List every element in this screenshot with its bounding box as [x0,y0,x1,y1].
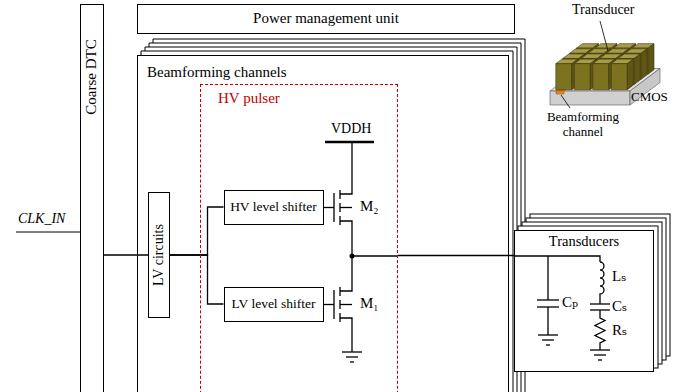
mosfet-symbol [333,193,334,222]
leader-line [561,95,570,108]
component-name: Lₛ [612,268,626,285]
transducer-equivalent-circuit [514,256,610,360]
mosfet-symbol [324,207,334,208]
signal-wire [104,254,148,255]
mosfet-symbol [324,304,334,305]
component-name: Cₛ [612,298,627,315]
component-name: Rₛ [612,322,627,339]
dtc-box: Coarse DTC [80,4,104,392]
output-node-dot [350,254,355,259]
chip-face [611,64,627,90]
chip-face [627,59,633,90]
chip-face [634,54,640,85]
transducer-equivalent-circuit [590,303,610,304]
part-name: CMOS [631,90,668,105]
transducer-equivalent-circuit [547,256,548,300]
node-label: Coarse DTC [83,39,100,114]
node-label: Transducers [549,233,619,250]
mosfet-symbol [333,290,334,319]
output-node-dot [350,254,355,259]
signal-wire [170,207,224,255]
input-wire [16,232,80,233]
chip-face [593,64,609,90]
mosfet-symbol [340,207,352,208]
input-wire [16,232,80,233]
mosfet-symbol [340,256,352,291]
transducer-stack-outline [514,214,670,372]
part-name: Transducer [572,2,634,18]
supply-rail [325,141,374,144]
chip-face [641,49,647,80]
transistor-name: M₂ [360,198,379,215]
transducer-equivalent-circuit [590,349,610,350]
transistor-name: M₁ [360,295,379,312]
transducer-equivalent-circuit [538,334,558,335]
channel-stack-outline [141,51,513,392]
ground-symbol [342,351,362,352]
node-label: HV pulser [218,90,280,107]
component-name: Cₚ [562,294,578,311]
mosfet-symbol [340,318,352,352]
transducer-equivalent-circuit [594,354,606,355]
node-label: LV circuits [151,224,167,286]
signal-wire [170,255,224,304]
signal-name: CLK_IN [18,211,65,227]
part-name: Beamforming channel [536,110,630,140]
chip-face [574,64,590,90]
node-label: Power management unit [253,10,399,27]
node-label: Beamforming channels [147,64,287,81]
leader-line [561,21,608,108]
channel-stack-outline [141,39,525,392]
channel-stack-outline [149,43,521,392]
transducer-stack-outline [514,230,654,372]
mosfet-symbol [340,304,352,305]
level-shifter-box: LV level shifter [224,287,324,322]
chip-face [556,91,564,94]
node-label: LV level shifter [232,296,316,312]
chip-face [556,64,572,90]
channel-box: Beamforming channels LV circuits HV pulser… [137,55,509,392]
transducer-equivalent-circuit [546,344,550,345]
transducer-equivalent-circuit [547,307,548,335]
ground-symbol [350,361,354,362]
transducer-equivalent-circuit [595,310,605,350]
power-management-box: Power management unit [137,4,515,34]
mosfet-symbol [324,142,398,352]
mosfet-symbol [352,255,398,256]
supply-name: VDDH [331,121,371,137]
transducer-equivalent-circuit [598,359,602,360]
node-label: HV level shifter [230,199,317,215]
level-shifter-box: HV level shifter [224,190,324,225]
mosfet-symbol [340,221,352,256]
ground-symbol [342,352,362,362]
mosfet-symbol [340,142,352,194]
channel-stack-outline [153,39,525,392]
signal-wire [398,255,514,256]
leader-line [600,21,608,51]
chip-face [648,44,654,75]
transducer-equivalent-circuit [542,339,554,340]
supply-rail [325,141,374,144]
transducer-equivalent-circuit [600,262,604,304]
transducer-equivalent-circuit [537,299,559,300]
transducer-equivalent-circuit [514,256,600,262]
ground-symbol [346,356,358,357]
lv-circuit-box: LV circuits [148,192,170,318]
transducer-box: Transducers [514,230,654,372]
chip-face [550,91,630,105]
